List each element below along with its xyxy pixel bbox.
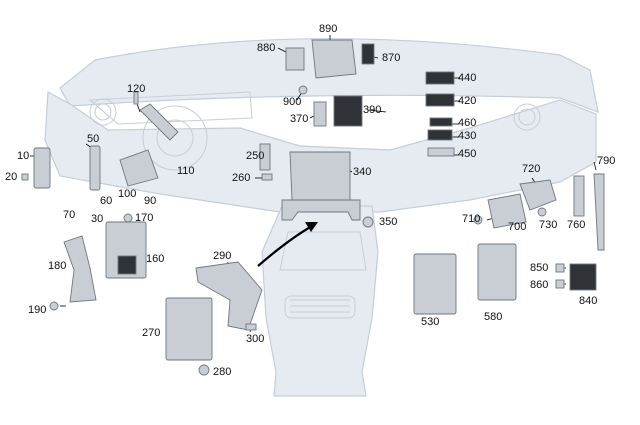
callout-530: 530: [421, 316, 440, 328]
callout-50: 50: [87, 133, 100, 145]
callout-70: 70: [63, 209, 76, 221]
callout-730: 730: [539, 219, 558, 231]
callout-440: 440: [458, 72, 477, 84]
part-290-bracket: [195, 261, 263, 331]
part-580-fuse-box: [477, 243, 517, 301]
callout-250: 250: [246, 150, 265, 162]
steering-wheel-outline: [142, 105, 208, 171]
callout-720: 720: [522, 163, 541, 175]
callout-180: 180: [48, 260, 67, 272]
part-190-nut: [49, 301, 59, 311]
part-110-column-module: [139, 103, 179, 141]
callout-170: 170: [135, 212, 154, 224]
part-700-control-unit: [487, 193, 527, 229]
part-460-module: [429, 117, 453, 127]
part-720-bracket: [519, 179, 557, 211]
callout-430: 430: [458, 130, 477, 142]
callout-460: 460: [458, 117, 477, 129]
part-890-bracket: [311, 39, 357, 79]
callout-870: 870: [382, 52, 401, 64]
callout-790: 790: [597, 155, 616, 167]
part-840-switch-block: [569, 263, 597, 291]
part-170-nut: [123, 213, 133, 223]
callout-110: 110: [177, 165, 195, 177]
part-120-screw: [133, 91, 139, 105]
callout-290: 290: [213, 250, 232, 262]
callout-760: 760: [567, 219, 586, 231]
part-300-screw: [245, 323, 257, 331]
part-280-nut: [198, 364, 210, 376]
callout-350: 350: [379, 216, 398, 228]
part-20-clip: [21, 173, 29, 181]
part-860-clip: [555, 279, 565, 289]
part-390-control-unit: [333, 95, 363, 127]
part-450-module: [427, 147, 455, 157]
dashboard-details: [88, 91, 541, 319]
part-50-trim-module: [89, 145, 101, 191]
callout-20: 20: [5, 171, 18, 183]
callout-900: 900: [283, 96, 302, 108]
console-tray: [279, 231, 367, 271]
callout-880: 880: [257, 42, 276, 54]
callout-890: 890: [319, 23, 338, 35]
callout-160: 160: [146, 253, 165, 265]
part-900-nut: [298, 85, 308, 95]
steering-hub-outline: [156, 119, 194, 157]
part-880-control-unit: [285, 47, 305, 71]
part-730-nut: [537, 207, 547, 217]
callout-60: 60: [100, 195, 113, 207]
part-340-carrier-base: [281, 199, 361, 221]
callout-420: 420: [458, 95, 477, 107]
part-270-control-unit: [165, 297, 213, 361]
console-vent: [284, 295, 356, 319]
direction-arrow: [257, 222, 318, 267]
callout-840: 840: [579, 295, 598, 307]
left-air-vent: [89, 98, 117, 126]
callout-710: 710: [462, 213, 481, 225]
part-90-switch-unit: [119, 149, 159, 187]
part-260-screw: [261, 173, 273, 181]
callout-700: 700: [508, 221, 527, 233]
part-350-nut: [362, 216, 374, 228]
callout-370: 370: [290, 113, 309, 125]
callout-120: 120: [127, 83, 146, 95]
part-530-fuse-box: [413, 253, 457, 315]
callout-90: 90: [144, 195, 157, 207]
callout-100: 100: [118, 188, 137, 200]
part-850-clip: [555, 263, 565, 273]
callout-300: 300: [246, 333, 265, 345]
part-760-module: [573, 175, 585, 217]
parts: [21, 39, 605, 376]
callout-30: 30: [91, 213, 104, 225]
callout-860: 860: [530, 279, 549, 291]
callout-10: 10: [17, 150, 30, 162]
part-370-module: [313, 101, 327, 127]
part-790-bracket: [593, 173, 605, 251]
part-250-switch: [259, 143, 271, 171]
part-420-module: [425, 93, 455, 107]
part-160-connector: [117, 255, 137, 275]
callout-270: 270: [142, 327, 161, 339]
callout-190: 190: [28, 304, 47, 316]
part-870-module: [361, 43, 375, 65]
callout-340: 340: [353, 166, 372, 178]
callout-390: 390: [363, 104, 382, 116]
part-440-module: [425, 71, 455, 85]
instrument-display: [88, 91, 253, 125]
callout-260: 260: [232, 172, 251, 184]
part-710-nut: [473, 215, 483, 225]
part-10-control-unit: [33, 147, 51, 189]
callout-280: 280: [213, 366, 232, 378]
part-430-module: [427, 129, 453, 141]
center-console: [261, 205, 379, 397]
callout-580: 580: [484, 311, 503, 323]
callout-450: 450: [458, 148, 477, 160]
part-340-carrier: [289, 151, 351, 201]
callout-850: 850: [530, 262, 549, 274]
part-180-bracket: [63, 235, 97, 303]
right-air-vent: [513, 103, 541, 131]
